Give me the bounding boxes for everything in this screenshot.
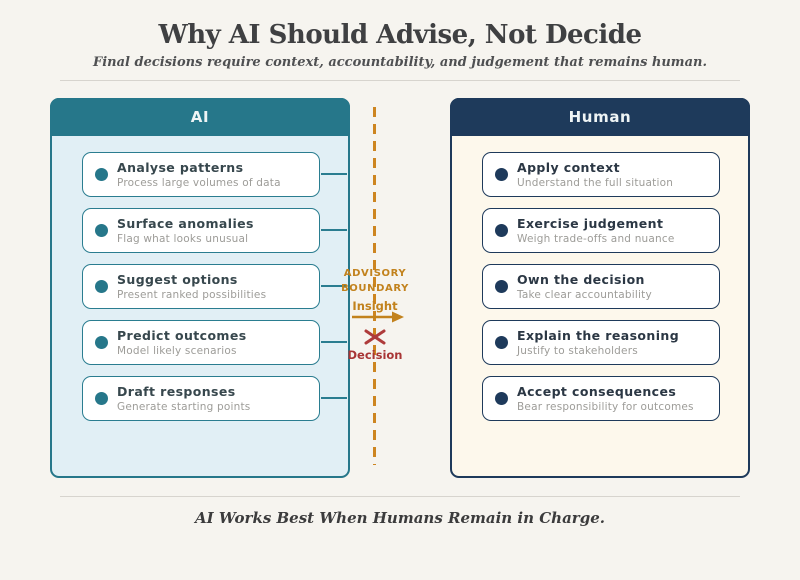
human-card-accept-consequences: Accept consequences Bear responsibility … bbox=[482, 376, 720, 421]
human-panel-body: Apply context Understand the full situat… bbox=[452, 136, 748, 421]
bullet-dot-icon bbox=[95, 280, 108, 293]
card-desc: Take clear accountability bbox=[517, 288, 652, 301]
advisory-boundary-label-line2: BOUNDARY bbox=[341, 283, 409, 294]
card-desc: Flag what looks unusual bbox=[117, 232, 249, 245]
ai-card-predict-outcomes: Predict outcomes Model likely scenarios bbox=[82, 320, 320, 365]
card-desc: Justify to stakeholders bbox=[517, 344, 638, 357]
top-divider bbox=[60, 80, 740, 81]
card-title: Accept consequences bbox=[517, 383, 677, 399]
bullet-dot-icon bbox=[495, 336, 508, 349]
human-card-apply-context: Apply context Understand the full situat… bbox=[482, 152, 720, 197]
connector-line bbox=[321, 285, 347, 287]
card-desc: Model likely scenarios bbox=[117, 344, 237, 357]
human-card-own-the-decision: Own the decision Take clear accountabili… bbox=[482, 264, 720, 309]
advisory-boundary-dashed-line bbox=[373, 107, 376, 465]
ai-card-draft-responses: Draft responses Generate starting points bbox=[82, 376, 320, 421]
decision-blocked-x-icon bbox=[364, 329, 386, 345]
human-card-exercise-judgement: Exercise judgement Weigh trade-offs and … bbox=[482, 208, 720, 253]
card-title: Predict outcomes bbox=[117, 327, 247, 343]
card-title: Own the decision bbox=[517, 271, 645, 287]
bullet-dot-icon bbox=[95, 224, 108, 237]
card-desc: Present ranked possibilities bbox=[117, 288, 267, 301]
card-desc: Understand the full situation bbox=[517, 176, 674, 189]
card-desc: Weigh trade-offs and nuance bbox=[517, 232, 675, 245]
page-title: Why AI Should Advise, Not Decide bbox=[158, 20, 643, 50]
card-desc: Process large volumes of data bbox=[117, 176, 281, 189]
card-title: Surface anomalies bbox=[117, 215, 254, 231]
advisory-boundary-label-line1: ADVISORY bbox=[343, 268, 407, 279]
card-desc: Bear responsibility for outcomes bbox=[517, 400, 694, 413]
card-title: Exercise judgement bbox=[517, 215, 664, 231]
bullet-dot-icon bbox=[95, 392, 108, 405]
card-desc: Generate starting points bbox=[117, 400, 251, 413]
connector-line bbox=[321, 173, 347, 175]
human-card-explain-the-reasoning: Explain the reasoning Justify to stakeho… bbox=[482, 320, 720, 365]
bullet-dot-icon bbox=[495, 224, 508, 237]
insight-arrow-icon bbox=[352, 311, 404, 323]
bottom-divider bbox=[60, 496, 740, 497]
ai-panel: AI Analyse patterns Process large volume… bbox=[50, 98, 350, 478]
card-title: Explain the reasoning bbox=[517, 327, 680, 343]
decision-label: Decision bbox=[347, 348, 403, 362]
bullet-dot-icon bbox=[95, 336, 108, 349]
bullet-dot-icon bbox=[495, 392, 508, 405]
ai-card-analyse-patterns: Analyse patterns Process large volumes o… bbox=[82, 152, 320, 197]
card-title: Suggest options bbox=[117, 271, 238, 287]
human-panel: Human Apply context Understand the full … bbox=[450, 98, 750, 478]
ai-panel-body: Analyse patterns Process large volumes o… bbox=[52, 136, 348, 421]
ai-card-suggest-options: Suggest options Present ranked possibili… bbox=[82, 264, 320, 309]
connector-line bbox=[321, 229, 347, 231]
ai-card-surface-anomalies: Surface anomalies Flag what looks unusua… bbox=[82, 208, 320, 253]
connector-line bbox=[321, 397, 347, 399]
card-title: Analyse patterns bbox=[117, 159, 244, 175]
ai-panel-header: AI bbox=[50, 98, 350, 136]
advisory-boundary-label: ADVISORY BOUNDARY bbox=[341, 266, 409, 296]
insight-label: Insight bbox=[352, 299, 398, 313]
bullet-dot-icon bbox=[95, 168, 108, 181]
page-subtitle: Final decisions require context, account… bbox=[93, 55, 707, 70]
connector-line bbox=[321, 341, 347, 343]
human-panel-header: Human bbox=[450, 98, 750, 136]
bullet-dot-icon bbox=[495, 280, 508, 293]
card-title: Apply context bbox=[517, 159, 620, 175]
card-title: Draft responses bbox=[117, 383, 236, 399]
footer-tagline: AI Works Best When Humans Remain in Char… bbox=[195, 509, 605, 527]
bullet-dot-icon bbox=[495, 168, 508, 181]
